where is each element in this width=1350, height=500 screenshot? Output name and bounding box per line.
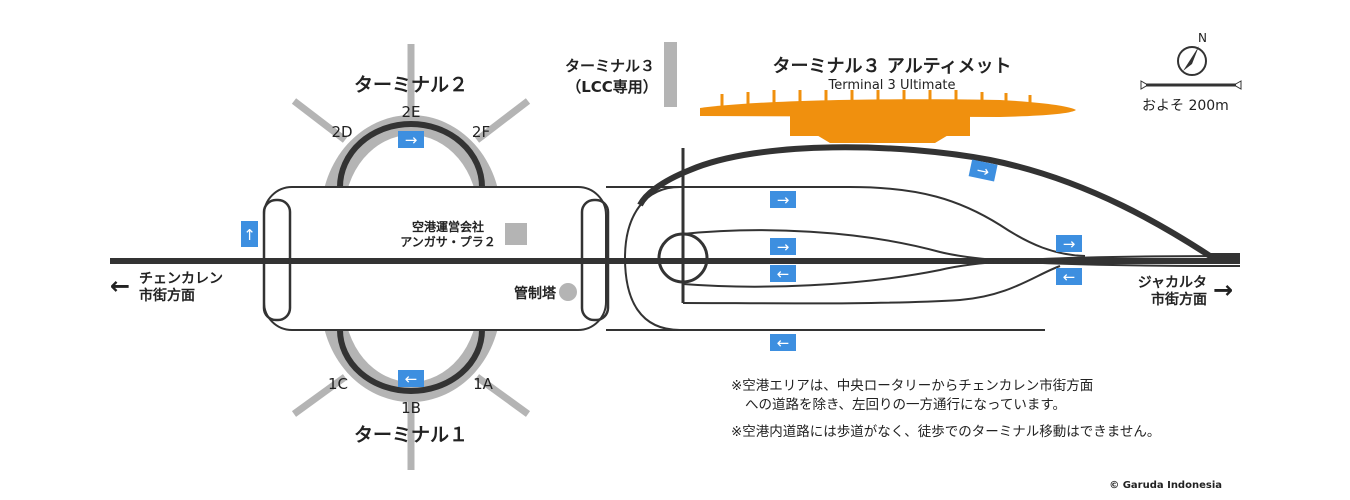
traffic-signs: → ← ↑ → → ← ← → bbox=[241, 131, 1082, 388]
gate-2d-label: 2D bbox=[331, 123, 352, 141]
east-direction-line1: ジャカルタ bbox=[1138, 275, 1207, 291]
operator-label-line1: 空港運営会社 bbox=[412, 219, 484, 234]
road-network bbox=[110, 121, 1241, 394]
terminal-3-ultimate-building bbox=[700, 90, 1076, 143]
terminal-3-arterial bbox=[637, 144, 1240, 259]
terminal-2-building bbox=[291, 44, 531, 187]
t2-pier-right bbox=[474, 98, 531, 143]
gate-1b-label: 1B bbox=[401, 399, 421, 417]
control-tower-marker bbox=[559, 283, 577, 301]
svg-text:←: ← bbox=[1063, 268, 1076, 286]
west-arrow-icon: ← bbox=[110, 272, 130, 300]
sign-east-left: ← bbox=[1056, 268, 1082, 286]
svg-text:→: → bbox=[777, 238, 790, 256]
north-label: N bbox=[1198, 31, 1207, 45]
svg-text:→: → bbox=[1063, 235, 1076, 253]
sign-upper-right-1: → bbox=[770, 191, 796, 209]
terminal-3-lcc-building bbox=[664, 42, 677, 107]
sign-middle-right: → bbox=[770, 238, 796, 256]
gate-2f-label: 2F bbox=[472, 123, 490, 141]
svg-text:→: → bbox=[777, 191, 790, 209]
terminal-1-building bbox=[291, 330, 531, 470]
gate-1c-label: 1C bbox=[328, 375, 348, 393]
operator-office-building bbox=[505, 223, 527, 245]
note-2: ※空港内道路には歩道がなく、徒歩でのターミナル移動はできません。 bbox=[731, 424, 1160, 440]
copyright-text: © Garuda Indonesia bbox=[1109, 480, 1222, 491]
gate-2e-label: 2E bbox=[401, 103, 420, 121]
scale-label: およそ 200m bbox=[1142, 98, 1229, 114]
t1-pier-right bbox=[474, 374, 531, 417]
terminal-3-ultimate-name-ja: ターミナル３ アルティメット bbox=[772, 56, 1011, 77]
t2-pier-left bbox=[291, 98, 348, 143]
svg-text:→: → bbox=[405, 131, 418, 149]
svg-text:←: ← bbox=[777, 265, 790, 283]
svg-text:↑: ↑ bbox=[243, 226, 256, 244]
t1-pier-left bbox=[291, 374, 348, 417]
terminal-3-lcc-line1: ターミナル３ bbox=[565, 57, 655, 75]
gate-1a-label: 1A bbox=[473, 375, 494, 393]
east-arrow-icon: → bbox=[1213, 276, 1233, 304]
svg-text:→: → bbox=[975, 161, 991, 181]
west-direction-line1: チェンカレン bbox=[139, 271, 223, 287]
sign-east-right: → bbox=[1056, 235, 1082, 253]
compass-icon: N bbox=[1177, 31, 1207, 76]
t2-curb-road bbox=[337, 121, 485, 188]
sign-west-up: ↑ bbox=[241, 221, 258, 247]
sign-bottom-left: ← bbox=[770, 334, 796, 352]
svg-text:←: ← bbox=[777, 334, 790, 352]
sign-middle-left: ← bbox=[770, 265, 796, 283]
t1-curb-road bbox=[337, 329, 485, 394]
note-1-line2: への道路を除き、左回りの一方通行になっています。 bbox=[745, 397, 1066, 413]
note-1-line1: ※空港エリアは、中央ロータリーからチェンカレン市街方面 bbox=[731, 377, 1093, 394]
west-direction-line2: 市街方面 bbox=[139, 287, 195, 304]
terminal-1-name: ターミナル１ bbox=[354, 424, 468, 446]
sign-t1-left: ← bbox=[398, 370, 424, 388]
terminal-3-outer-loop bbox=[623, 186, 1086, 331]
east-direction-line2: 市街方面 bbox=[1151, 291, 1207, 308]
terminal-3-ultimate-name-en: Terminal 3 Ultimate bbox=[827, 78, 955, 93]
svg-text:←: ← bbox=[405, 370, 418, 388]
sign-t2-right: → bbox=[398, 131, 424, 149]
control-tower-label: 管制塔 bbox=[514, 285, 557, 302]
operator-label-line2: アンガサ・プラ２ bbox=[400, 234, 496, 249]
scale-bar bbox=[1140, 80, 1242, 90]
sign-arterial-right: → bbox=[968, 159, 998, 182]
terminal-3-lcc-line2: （LCC専用） bbox=[566, 78, 658, 96]
terminal-2-name: ターミナル２ bbox=[354, 74, 468, 96]
